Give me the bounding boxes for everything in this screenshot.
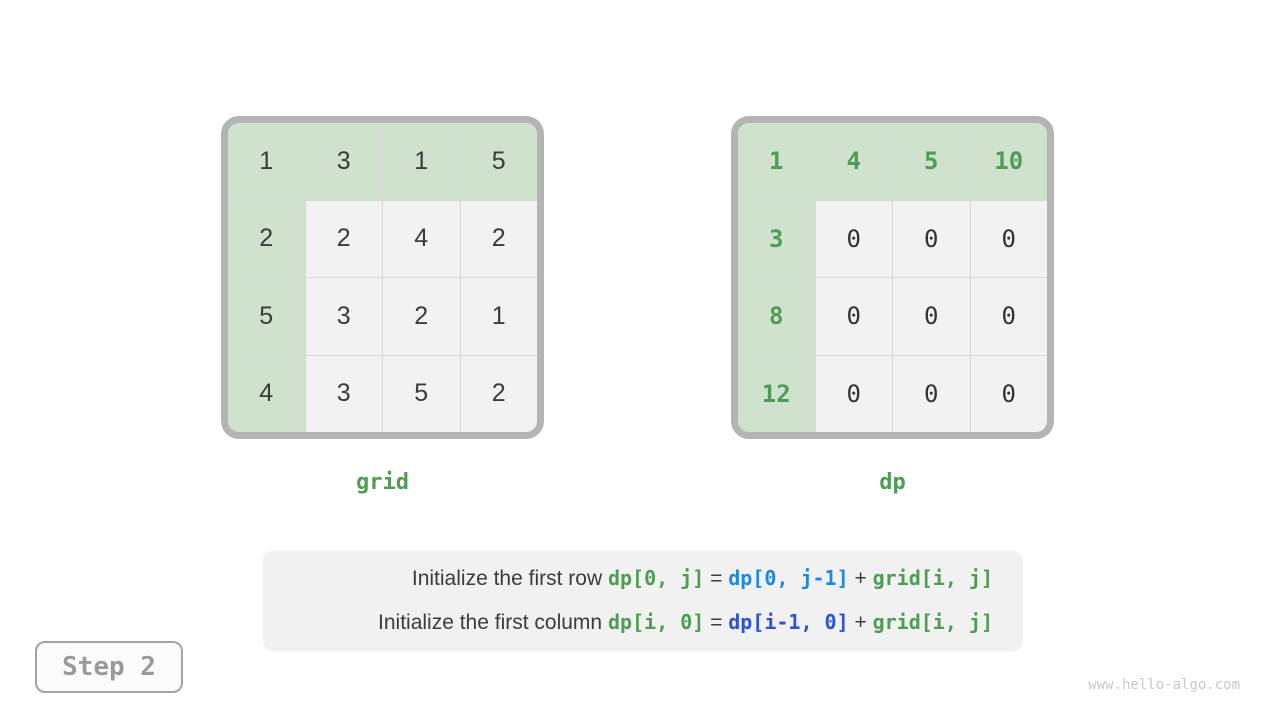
grid-cell: 2 bbox=[305, 200, 382, 277]
caption-segment: = bbox=[704, 567, 729, 591]
dp-cell: 0 bbox=[970, 200, 1047, 277]
grid-cell: 1 bbox=[460, 278, 537, 355]
caption-segment: Initialize the first column bbox=[378, 610, 608, 634]
caption-segment: Initialize the first row bbox=[411, 567, 608, 591]
dp-label: dp bbox=[879, 470, 906, 495]
dp-cell: 5 bbox=[893, 123, 970, 200]
dp-cell: 3 bbox=[738, 200, 815, 277]
grid-label: grid bbox=[356, 470, 409, 495]
dp-cell: 0 bbox=[893, 278, 970, 355]
dp-cell: 0 bbox=[815, 278, 892, 355]
caption-box: Initialize the first row dp[0, j] = dp[0… bbox=[263, 551, 1023, 651]
dp-cell: 0 bbox=[815, 200, 892, 277]
grid-cell: 4 bbox=[228, 355, 305, 432]
watermark: www.hello-algo.com bbox=[1088, 677, 1240, 693]
caption-segment: = bbox=[704, 610, 729, 634]
caption-line-row: Initialize the first row dp[0, j] = dp[0… bbox=[412, 567, 993, 591]
caption-segment: grid[i, j] bbox=[872, 609, 993, 634]
grid-cell: 2 bbox=[383, 278, 460, 355]
grid-cell: 5 bbox=[383, 355, 460, 432]
grid-cell: 1 bbox=[228, 123, 305, 200]
step-badge-label: Step 2 bbox=[62, 652, 156, 682]
caption-segment: grid[i, j] bbox=[872, 566, 993, 591]
grid-cell: 2 bbox=[460, 355, 537, 432]
dp-cell: 0 bbox=[970, 355, 1047, 432]
grid-cell: 2 bbox=[460, 200, 537, 277]
caption-segment: + bbox=[848, 610, 873, 634]
caption-segment: + bbox=[848, 567, 873, 591]
caption-segment: dp[0, j-1] bbox=[728, 566, 849, 591]
grid-cell: 5 bbox=[228, 278, 305, 355]
grid-cell: 3 bbox=[305, 278, 382, 355]
grid-cell: 2 bbox=[228, 200, 305, 277]
grid-cell: 3 bbox=[305, 123, 382, 200]
dp-cell: 0 bbox=[815, 355, 892, 432]
dp-cell: 0 bbox=[893, 200, 970, 277]
dp-cell: 1 bbox=[738, 123, 815, 200]
grid-cell: 1 bbox=[383, 123, 460, 200]
grid-cell: 3 bbox=[305, 355, 382, 432]
dp-cell: 8 bbox=[738, 278, 815, 355]
step-badge: Step 2 bbox=[35, 641, 183, 693]
dp-cell: 4 bbox=[815, 123, 892, 200]
caption-segment: dp[i, 0] bbox=[607, 609, 705, 634]
dp-cell: 0 bbox=[893, 355, 970, 432]
grid-cell: 5 bbox=[460, 123, 537, 200]
caption-line-column: Initialize the first column dp[i, 0] = d… bbox=[378, 609, 993, 635]
grid-cell: 4 bbox=[383, 200, 460, 277]
dp-cell: 12 bbox=[738, 355, 815, 432]
dp-cell: 0 bbox=[970, 278, 1047, 355]
caption-segment: dp[i-1, 0] bbox=[728, 609, 849, 634]
dp-cell: 10 bbox=[970, 123, 1047, 200]
caption-segment: dp[0, j] bbox=[607, 566, 705, 591]
